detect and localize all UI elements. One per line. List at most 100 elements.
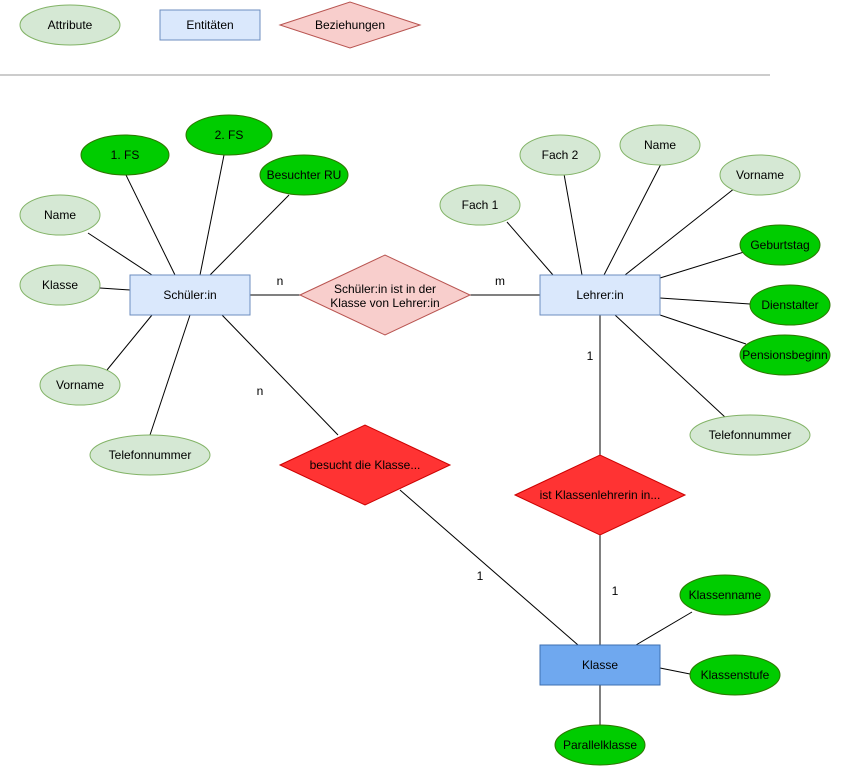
entity-schueler-shape [129, 274, 251, 316]
attribute-lehrer-name-shape [619, 124, 701, 166]
cardinality-rel1-lehrer: m [495, 274, 505, 288]
attribute-lehrer-dienstalter-shape [749, 284, 831, 326]
legend-entity-label: Entitäten [186, 18, 233, 32]
attribute-schueler-besuchter-ru-shape [259, 154, 349, 196]
relation-schueler-lehrer-label-line1: Schüler:in ist in der [334, 282, 436, 296]
attribute-schueler-klasse-shape [19, 264, 101, 306]
cardinality-schueler-rel1: n [277, 274, 284, 288]
attribute-lehrer-name: Name [619, 124, 701, 166]
relation-schueler-lehrer: Schüler:in ist in der Klasse von Lehrer:… [298, 254, 472, 336]
edge-lehrer-pensionsbeginn [659, 314, 747, 345]
attribute-lehrer-fach1-shape [439, 184, 521, 226]
attribute-lehrer-fach1-label: Fach 1 [462, 198, 499, 212]
attribute-schueler-vorname-label: Vorname [56, 378, 104, 392]
legend-relation-shape [278, 1, 422, 49]
entity-klasse-label: Klasse [582, 658, 618, 672]
attribute-lehrer-vorname-shape [719, 154, 801, 196]
attribute-schueler-telefonnummer-label: Telefonnummer [109, 448, 192, 462]
edge-schueler-fs1 [124, 172, 176, 276]
attribute-schueler-fs1-shape [80, 134, 170, 176]
attribute-schueler-fs2: 2. FS [185, 114, 273, 156]
attribute-lehrer-dienstalter-label: Dienstalter [761, 298, 818, 312]
attribute-lehrer-fach2: Fach 2 [519, 134, 601, 176]
attribute-schueler-klasse: Klasse [19, 264, 101, 306]
attribute-schueler-telefonnummer-shape [89, 434, 211, 476]
edge-lehrer-fach1 [506, 221, 554, 276]
attribute-schueler-besuchter-ru-label: Besuchter RU [267, 168, 342, 182]
attribute-schueler-fs1-label: 1. FS [111, 148, 140, 162]
diagram-edges [87, 154, 751, 725]
attribute-klasse-parallelklasse: Parallelklasse [554, 724, 646, 766]
edge-klasse-klassenstufe [659, 667, 691, 675]
attribute-lehrer-geburtstag-label: Geburtstag [750, 238, 809, 252]
attribute-klasse-klassenstufe-label: Klassenstufe [701, 668, 770, 682]
entity-schueler-label: Schüler:in [163, 288, 216, 302]
attribute-lehrer-pensionsbeginn: Pensionsbeginn [739, 334, 831, 376]
attribute-schueler-vorname: Vorname [39, 364, 121, 406]
attribute-schueler-name-label: Name [44, 208, 76, 222]
attribute-lehrer-name-label: Name [644, 138, 676, 152]
attribute-klasse-klassenname-label: Klassenname [689, 588, 762, 602]
legend-entity: Entitäten [159, 9, 261, 41]
attribute-lehrer-pensionsbeginn-shape [739, 334, 831, 376]
legend-attribute-label: Attribute [48, 18, 93, 32]
cardinality-besucht-klasse: 1 [477, 569, 484, 583]
relation-schueler-lehrer-shape [298, 254, 472, 336]
attribute-lehrer-geburtstag: Geburtstag [739, 224, 821, 266]
edge-lehrer-telefonnummer [614, 314, 727, 419]
cardinalities: n m n 1 1 1 [257, 274, 619, 598]
attribute-klasse-parallelklasse-shape [554, 724, 646, 766]
edge-lehrer-name [603, 163, 662, 276]
entity-schueler: Schüler:in [129, 274, 251, 316]
attribute-schueler-name: Name [19, 194, 101, 236]
attribute-lehrer-pensionsbeginn-label: Pensionsbeginn [742, 348, 827, 362]
edge-schueler-fs2 [199, 154, 225, 276]
edge-schueler-name [87, 232, 153, 276]
edge-lehrer-geburtstag [659, 251, 745, 279]
entity-lehrer: Lehrer:in [539, 274, 661, 316]
cardinality-lehrer-klassenlehrer: 1 [587, 349, 594, 363]
relation-klassenlehrerin-label: ist Klassenlehrerin in... [540, 488, 661, 502]
edge-schueler-telefonnummer [149, 314, 191, 436]
edge-schueler-klasse [99, 287, 131, 291]
legend-relation-label: Beziehungen [315, 18, 385, 32]
edge-lehrer-dienstalter [659, 297, 751, 305]
attribute-schueler-besuchter-ru: Besuchter RU [259, 154, 349, 196]
legend-attribute: Attribute [19, 4, 121, 46]
attribute-schueler-vorname-shape [39, 364, 121, 406]
attribute-schueler-klasse-label: Klasse [42, 278, 78, 292]
edge-lehrer-fach2 [563, 173, 583, 276]
attribute-lehrer-telefonnummer-label: Telefonnummer [709, 428, 792, 442]
attribute-klasse-parallelklasse-label: Parallelklasse [563, 738, 637, 752]
attribute-lehrer-telefonnummer-shape [689, 414, 811, 456]
entity-klasse: Klasse [539, 644, 661, 686]
relation-besucht-klasse: besucht die Klasse... [278, 424, 452, 506]
attribute-klasse-klassenname: Klassenname [679, 574, 771, 616]
relation-besucht-klasse-label: besucht die Klasse... [310, 458, 421, 472]
attribute-lehrer-fach2-shape [519, 134, 601, 176]
attribute-klasse-klassenstufe-shape [689, 654, 781, 696]
entity-lehrer-label: Lehrer:in [576, 288, 623, 302]
attribute-schueler-telefonnummer: Telefonnummer [89, 434, 211, 476]
edge-besucht-klasse [399, 489, 579, 646]
relation-besucht-klasse-shape [278, 424, 452, 506]
cardinality-schueler-besucht: n [257, 384, 264, 398]
edge-lehrer-vorname [624, 187, 736, 276]
legend-relation: Beziehungen [278, 1, 422, 49]
attribute-lehrer-telefonnummer: Telefonnummer [689, 414, 811, 456]
attribute-lehrer-vorname: Vorname [719, 154, 801, 196]
attribute-schueler-fs2-label: 2. FS [215, 128, 244, 142]
edge-klasse-klassenname [635, 611, 693, 646]
legend-entity-shape [159, 9, 261, 41]
cardinality-klassenlehrer-klasse: 1 [612, 584, 619, 598]
attribute-lehrer-dienstalter: Dienstalter [749, 284, 831, 326]
attribute-lehrer-geburtstag-shape [739, 224, 821, 266]
attribute-lehrer-fach2-label: Fach 2 [542, 148, 579, 162]
attribute-schueler-fs1: 1. FS [80, 134, 170, 176]
relation-schueler-lehrer-label-line2: Klasse von Lehrer:in [330, 296, 439, 310]
entity-klasse-shape [539, 644, 661, 686]
edge-schueler-vorname [106, 314, 153, 371]
attribute-lehrer-fach1: Fach 1 [439, 184, 521, 226]
attribute-lehrer-vorname-label: Vorname [736, 168, 784, 182]
